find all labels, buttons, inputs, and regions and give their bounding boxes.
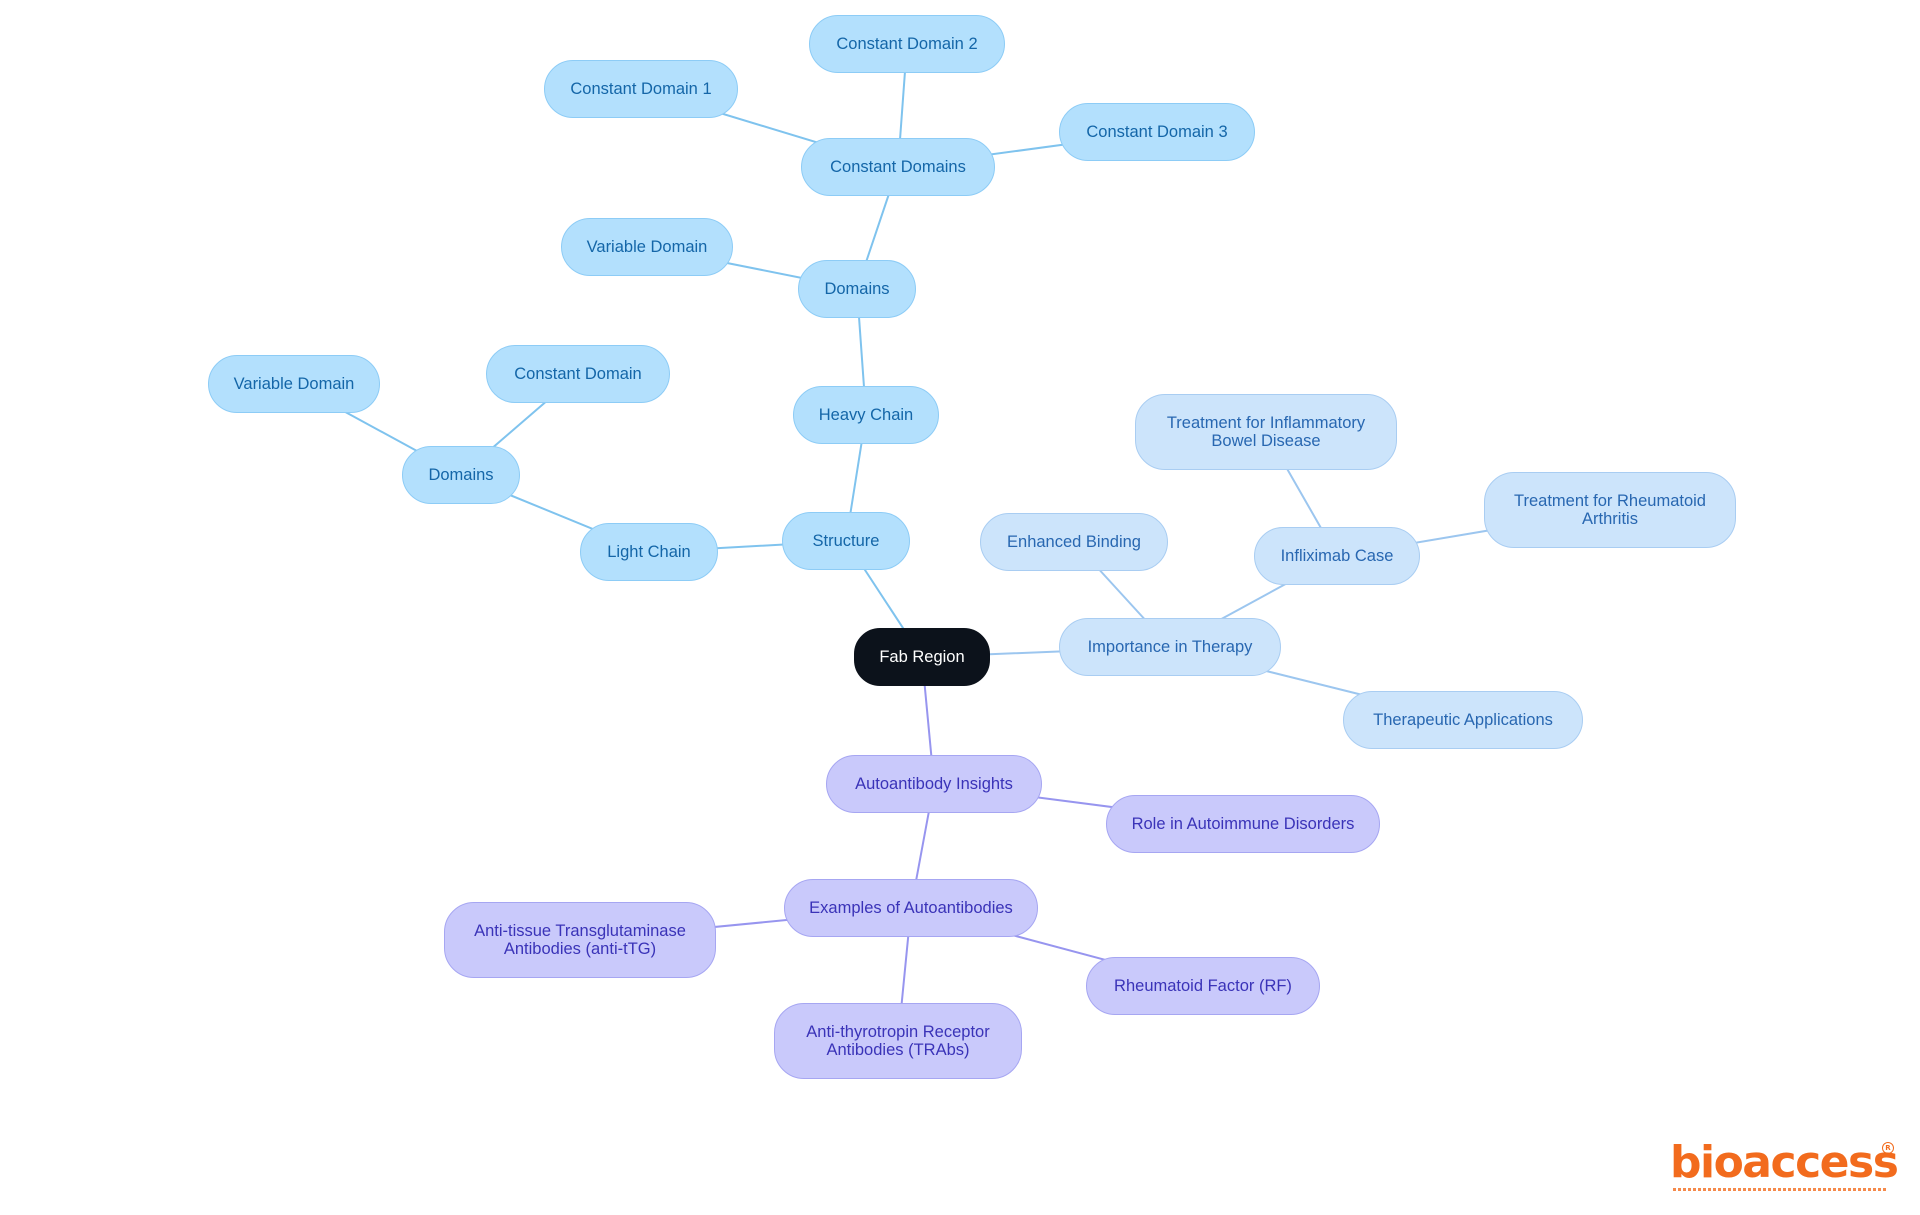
node-enhanced-binding: Enhanced Binding [980, 513, 1168, 571]
node-variable-domain-light: Variable Domain [208, 355, 380, 413]
registered-mark-icon: R [1882, 1142, 1894, 1154]
node-constant-domain-light: Constant Domain [486, 345, 670, 403]
node-examples-autoantibodies: Examples of Autoantibodies [784, 879, 1038, 937]
bioaccess-logo: bioaccess R [1670, 1140, 1899, 1194]
node-constant-domain-1: Constant Domain 1 [544, 60, 738, 118]
node-anti-ttg: Anti-tissue Transglutaminase Antibodies … [444, 902, 716, 978]
node-constant-domain-2: Constant Domain 2 [809, 15, 1005, 73]
node-importance-therapy: Importance in Therapy [1059, 618, 1281, 676]
node-autoantibody-insights: Autoantibody Insights [826, 755, 1042, 813]
logo-wordmark: bioaccess [1670, 1137, 1899, 1188]
node-therapeutic-applications: Therapeutic Applications [1343, 691, 1583, 749]
node-role-autoimmune: Role in Autoimmune Disorders [1106, 795, 1380, 853]
node-variable-domain-heavy: Variable Domain [561, 218, 733, 276]
node-treatment-ibd: Treatment for Inflammatory Bowel Disease [1135, 394, 1397, 470]
node-infliximab-case: Infliximab Case [1254, 527, 1420, 585]
node-light-chain: Light Chain [580, 523, 718, 581]
node-root: Fab Region [854, 628, 990, 686]
node-constant-domains: Constant Domains [801, 138, 995, 196]
node-structure: Structure [782, 512, 910, 570]
node-rf: Rheumatoid Factor (RF) [1086, 957, 1320, 1015]
node-domains-heavy: Domains [798, 260, 916, 318]
node-trabs: Anti-thyrotropin Receptor Antibodies (TR… [774, 1003, 1022, 1079]
node-domains-light: Domains [402, 446, 520, 504]
node-heavy-chain: Heavy Chain [793, 386, 939, 444]
node-constant-domain-3: Constant Domain 3 [1059, 103, 1255, 161]
node-treatment-ra: Treatment for Rheumatoid Arthritis [1484, 472, 1736, 548]
logo-tagline-graphic [1673, 1188, 1887, 1191]
